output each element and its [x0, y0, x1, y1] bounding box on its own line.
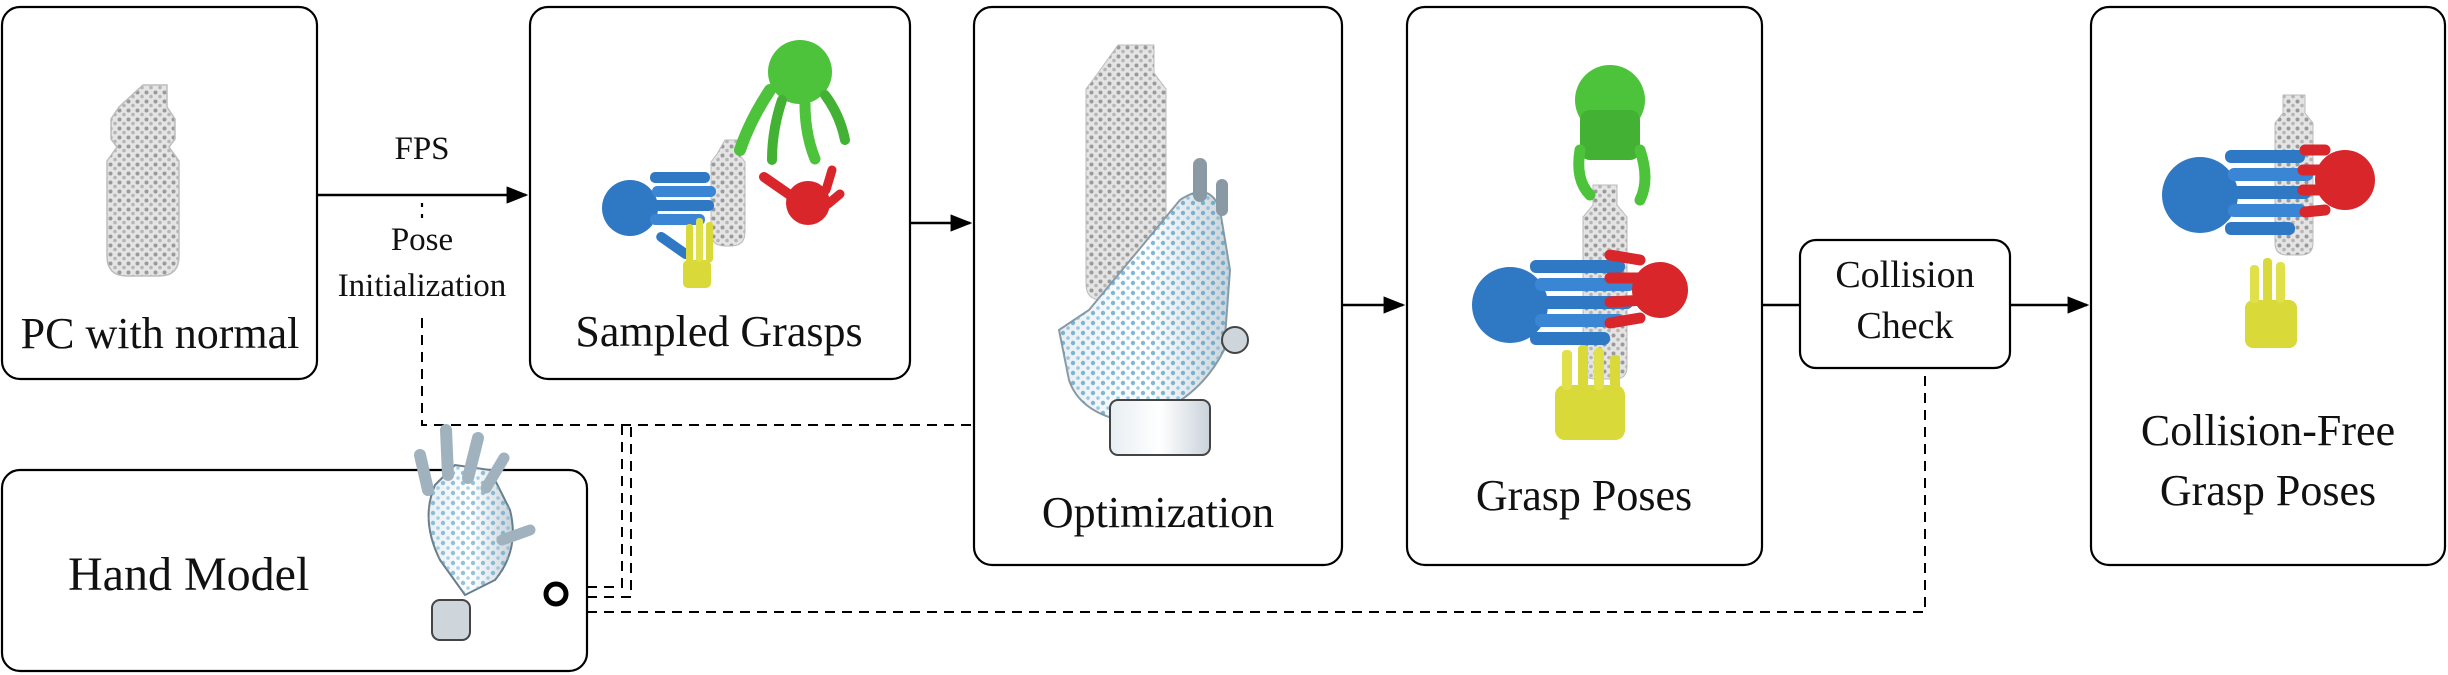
pc-label: PC with normal	[21, 309, 300, 358]
collision-check-label-1: Collision	[1835, 254, 1974, 296]
point-cloud-bottle-icon	[106, 84, 180, 277]
fps-label: FPS	[394, 131, 449, 167]
sampled-grasps-label: Sampled Grasps	[575, 307, 862, 356]
optimization-label: Optimization	[1042, 488, 1274, 537]
collision-free-label-1: Collision-Free	[2141, 406, 2395, 455]
grasp-poses-label: Grasp Poses	[1476, 471, 1692, 520]
hand-model-port-icon	[543, 581, 569, 607]
collision-free-label-2: Grasp Poses	[2160, 466, 2376, 515]
hand-model-icon	[414, 424, 536, 641]
hand-to-check-dashed	[587, 368, 1926, 613]
initialization-label: Initialization	[338, 268, 507, 304]
sampled-grasps-icon	[602, 40, 850, 288]
pose-init-dashed-line	[421, 318, 974, 426]
hand-model-label: Hand Model	[68, 548, 309, 601]
hand-to-opt-dashed-2	[587, 425, 632, 598]
grasp-poses-icon	[1472, 65, 1688, 440]
pose-label: Pose	[391, 222, 453, 258]
collision-free-grasp-icon	[2162, 94, 2375, 348]
optimization-hand-icon	[1057, 44, 1249, 456]
collision-check-label-2: Check	[1856, 305, 1953, 347]
hand-to-opt-dashed-1	[587, 425, 623, 588]
